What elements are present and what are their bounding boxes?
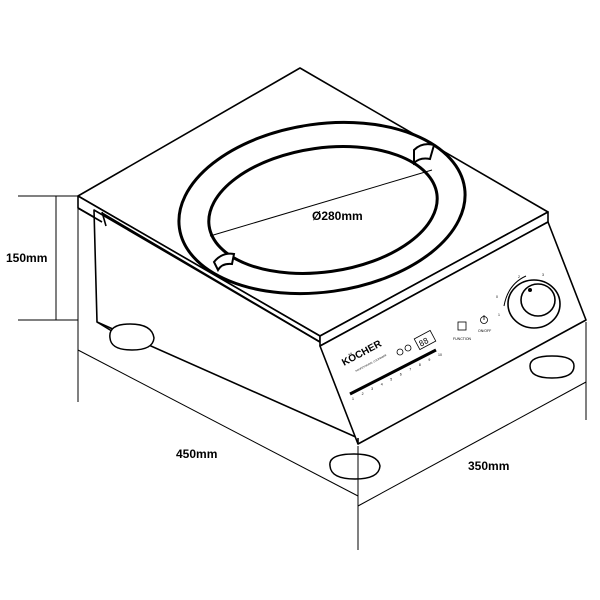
knob-cap — [520, 283, 556, 317]
power-scale-label: 10 — [438, 353, 442, 357]
cooker-body — [77, 67, 587, 445]
led-display — [413, 329, 437, 351]
power-scale-label: 5 — [390, 377, 392, 381]
diameter-line — [209, 169, 433, 237]
power-scale-label: 2 — [362, 392, 364, 396]
label-depth: 350mm — [468, 459, 509, 473]
power-scale-ticks: 1 2 3 4 5 6 7 8 9 10 — [352, 353, 442, 401]
ring-outer — [177, 120, 467, 296]
power-scale-label: 1 — [352, 397, 354, 401]
ring-clips — [212, 143, 436, 273]
knob-mark-0: 0 — [496, 295, 498, 299]
power-scale-label: 4 — [381, 382, 383, 386]
cooking-ring — [177, 120, 467, 296]
foot-front — [329, 453, 381, 480]
led-display-digits: 88 — [417, 336, 430, 349]
power-scale-label: 6 — [400, 373, 402, 377]
power-scale-label: 8 — [419, 363, 421, 367]
timer-icon[interactable] — [404, 344, 412, 352]
power-scale-label: 3 — [371, 387, 373, 391]
feet — [109, 323, 575, 480]
knob-mark-3: 3 — [542, 273, 544, 277]
foot-right — [529, 355, 575, 379]
label-height: 150mm — [6, 251, 47, 265]
clip-top-right — [413, 143, 436, 166]
dimension-lines — [18, 195, 587, 550]
ring-inner — [207, 145, 439, 275]
function-label: FUNCTION — [453, 337, 472, 341]
depth-line — [357, 381, 587, 507]
function-button[interactable] — [457, 321, 467, 331]
label-width: 450mm — [176, 447, 217, 461]
power-scale-label: 7 — [409, 368, 411, 372]
lock-icon[interactable] — [396, 348, 404, 356]
clip-bottom-left — [212, 252, 236, 273]
knob-arc — [503, 275, 527, 307]
width-line — [77, 349, 359, 497]
onoff-label: ON/OFF — [478, 329, 491, 333]
power-scale-label: 9 — [428, 358, 430, 362]
knob-mark-1: 1 — [498, 313, 500, 317]
power-scale-bar — [349, 348, 437, 396]
knob-mark-2: 2 — [518, 275, 520, 279]
foot-left — [109, 323, 155, 351]
control-face — [319, 221, 587, 445]
control-knob[interactable]: 0 1 2 3 — [496, 273, 561, 329]
knob-indicator — [528, 288, 532, 292]
power-button[interactable] — [480, 315, 488, 324]
label-ring-diameter: Ø280mm — [312, 209, 363, 223]
